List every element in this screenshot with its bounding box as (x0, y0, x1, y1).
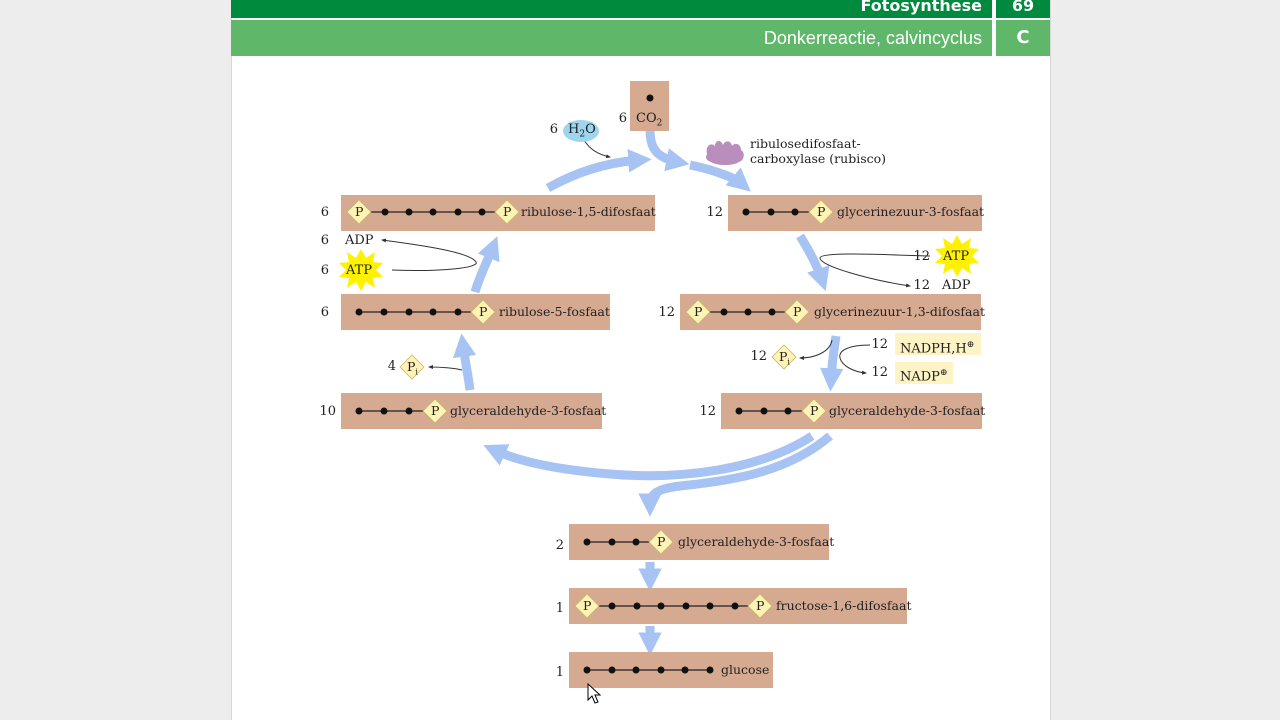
co2-box (630, 81, 669, 131)
arrow-ru5p-to-rudp (470, 236, 500, 294)
pi-right-count: 12 (750, 349, 767, 364)
atp-left-count: 6 (320, 263, 329, 278)
molecule-name-glucose: glucose (721, 662, 770, 677)
pi-left-label: Pi (407, 359, 418, 377)
molecule-name-glycerinezuur-3-fosfaat: glycerinezuur-3-fosfaat (837, 204, 985, 219)
arrow-pi-out-left (428, 365, 463, 371)
chapter-number: 69 (996, 0, 1050, 18)
molecule-count-ribulose-15-difosfaat: 6 (320, 205, 329, 220)
nadph-count: 12 (871, 337, 888, 352)
adp-left-count: 6 (320, 233, 329, 248)
molecule-name-fructose-16-difosfaat: fructose-1,6-difosfaat (776, 598, 912, 613)
adp-left-label: ADP (345, 233, 374, 248)
arrow-g3p-to-ru5p (452, 333, 477, 391)
molecule-name-g3p-output: glyceraldehyde-3-fosfaat (678, 534, 835, 549)
molecule-count-g3p-output: 2 (555, 538, 564, 553)
chapter-title: Fotosynthese (860, 0, 982, 15)
arrow-rudp-to-carboxylation (545, 149, 652, 192)
molecule-name-g3p-left: glyceraldehyde-3-fosfaat (450, 403, 607, 418)
nadp-count: 12 (871, 365, 888, 380)
phosphate-label: P (810, 403, 819, 418)
phosphate-label: P (793, 304, 802, 319)
molecule-count-ribulose-5-fosfaat: 6 (320, 305, 329, 320)
phosphate-label: P (694, 304, 703, 319)
arrow-pi-out-right (799, 339, 833, 360)
molecule-name-ribulose-15-difosfaat: ribulose-1,5-difosfaat (521, 204, 656, 219)
molecule-name-g3p-right: glyceraldehyde-3-fosfaat (829, 403, 986, 418)
arrow-to-pga (689, 160, 751, 192)
pi-left-count: 4 (387, 359, 396, 374)
molecule-count-fructose-16-difosfaat: 1 (555, 601, 564, 616)
arrow-g3p-return (483, 432, 815, 481)
arrow-bpga-to-g3p (819, 335, 844, 392)
nadph-highlight (895, 333, 981, 355)
nadp-highlight (895, 362, 953, 384)
atp-right-count: 12 (913, 249, 930, 264)
rubisco-enzyme-icon (706, 140, 744, 165)
adp-right-label: ADP (942, 278, 971, 293)
water-formula: H2O (568, 122, 596, 140)
molecule-count-glucose: 1 (555, 665, 564, 680)
arrow-pga-to-bpga (796, 233, 830, 292)
section-title: Donkerreactie, calvincyclus (763, 28, 982, 48)
phosphate-label: P (756, 598, 765, 613)
section-letter: C (996, 20, 1050, 56)
phosphate-label: P (503, 204, 512, 219)
atp-burst-left (339, 249, 383, 291)
section-title-bar: Donkerreactie, calvincyclus (231, 20, 992, 56)
atp-left-label: ATP (346, 263, 373, 278)
phosphate-label: P (479, 304, 488, 319)
phosphate-label: P (583, 598, 592, 613)
co2-formula: CO2 (636, 111, 663, 129)
pi-right-label: Pi (779, 349, 790, 367)
arrow-nadph-to-nadp (839, 344, 871, 375)
phosphate-label: P (657, 534, 666, 549)
arrow-h2o-in (583, 139, 611, 159)
nadp-label: NADP⊕ (900, 368, 948, 385)
enzyme-name-line1: ribulosedifosfaat- (750, 136, 861, 151)
molecule-name-glycerinezuur-13-difosfaat: glycerinezuur-1,3-difosfaat (814, 304, 985, 319)
mouse-cursor-icon (587, 683, 602, 704)
co2-count: 6 (618, 111, 627, 126)
water-count: 6 (549, 122, 558, 137)
molecule-count-glycerinezuur-13-difosfaat: 12 (658, 305, 675, 320)
water-blob (563, 120, 599, 142)
arrow-atp-to-adp-right (819, 253, 931, 288)
phosphate-label: P (817, 204, 826, 219)
phosphate-label: P (355, 204, 364, 219)
atp-burst-right (935, 235, 979, 277)
molecule-count-glycerinezuur-3-fosfaat: 12 (706, 205, 723, 220)
molecule-count-g3p-left: 10 (319, 404, 336, 419)
arrow-g3p-output (638, 432, 833, 517)
adp-right-count: 12 (913, 278, 930, 293)
molecule-name-ribulose-5-fosfaat: ribulose-5-fosfaat (499, 304, 610, 319)
enzyme-name-line2: carboxylase (rubisco) (750, 151, 887, 166)
co2-carbon (646, 94, 654, 102)
molecule-count-g3p-right: 12 (699, 404, 716, 419)
arrow-atp-to-adp-left (381, 238, 477, 272)
atp-right-label: ATP (943, 249, 970, 264)
nadph-label: NADPH,H⊕ (900, 340, 975, 357)
phosphate-label: P (431, 403, 440, 418)
chapter-title-bar: Fotosynthese (231, 0, 992, 18)
arrow-co2-to-cycle (645, 129, 690, 172)
